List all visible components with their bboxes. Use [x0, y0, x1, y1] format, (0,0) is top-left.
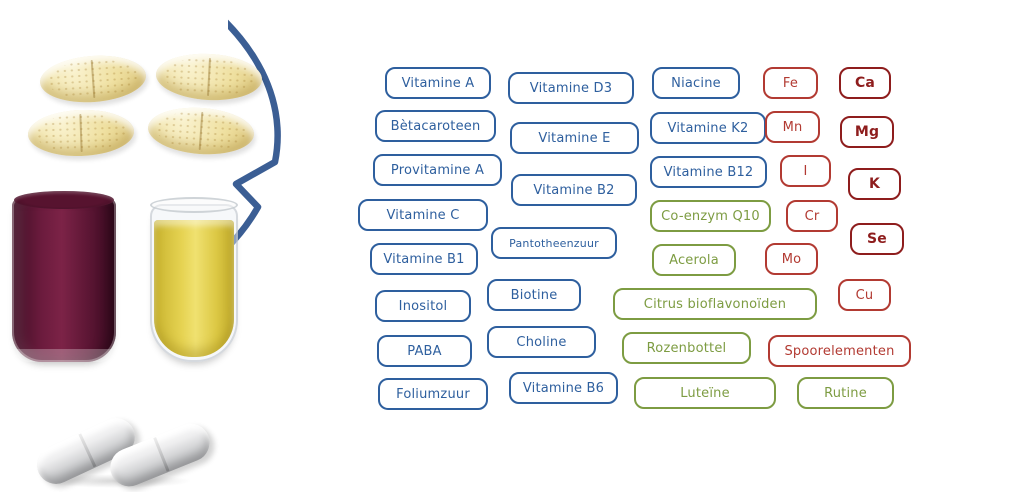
badge-vitamine-c: Vitamine C — [358, 199, 488, 231]
badge-provitamine-a: Provitamine A — [373, 154, 502, 186]
badge-se: Se — [850, 223, 904, 255]
badge-vitamine-b2: Vitamine B2 — [511, 174, 637, 206]
yellow-tablet-3 — [27, 108, 135, 158]
badge-spoorelementen: Spoorelementen — [768, 335, 911, 367]
badge-luteine: Luteïne — [634, 377, 776, 409]
badge-rozenbottel: Rozenbottel — [622, 332, 751, 364]
badge-choline: Choline — [487, 326, 596, 358]
purple-juice-glass — [12, 191, 116, 362]
badge-mn: Mn — [765, 111, 820, 143]
badge-inositol: Inositol — [375, 290, 471, 322]
badge-foliumzuur: Foliumzuur — [378, 378, 488, 410]
badge-niacine: Niacine — [652, 67, 740, 99]
badge-paba: PABA — [377, 335, 472, 367]
badge-mg: Mg — [840, 116, 894, 148]
badge-vitamine-e: Vitamine E — [510, 122, 639, 154]
badge-betacaroteen: Bètacaroteen — [375, 110, 496, 142]
badge-vitamine-b6: Vitamine B6 — [509, 372, 618, 404]
badge-vitamine-b1: Vitamine B1 — [370, 243, 478, 275]
badge-acerola: Acerola — [652, 244, 736, 276]
badge-i: I — [780, 155, 831, 187]
badge-vitamine-a: Vitamine A — [385, 67, 491, 99]
yellow-juice — [154, 220, 234, 357]
yellow-tablet-1 — [38, 52, 148, 106]
yellow-juice-glass — [150, 197, 238, 362]
badge-fe: Fe — [763, 67, 818, 99]
badge-vitamine-d3: Vitamine D3 — [508, 72, 634, 104]
badge-citrus-bioflavonoiden: Citrus bioflavonoïden — [613, 288, 817, 320]
badge-vitamine-k2: Vitamine K2 — [650, 112, 766, 144]
badge-rutine: Rutine — [797, 377, 894, 409]
badge-biotine: Biotine — [487, 279, 581, 311]
badge-k: K — [848, 168, 901, 200]
badge-ca: Ca — [839, 67, 891, 99]
badge-pantotheenzuur: Pantotheenzuur — [491, 227, 617, 259]
badge-mo: Mo — [765, 243, 818, 275]
badge-cu: Cu — [838, 279, 891, 311]
badge-vitamine-b12: Vitamine B12 — [650, 156, 767, 188]
badge-co-enzym-q10: Co-enzym Q10 — [650, 200, 771, 232]
badge-cr: Cr — [786, 200, 838, 232]
